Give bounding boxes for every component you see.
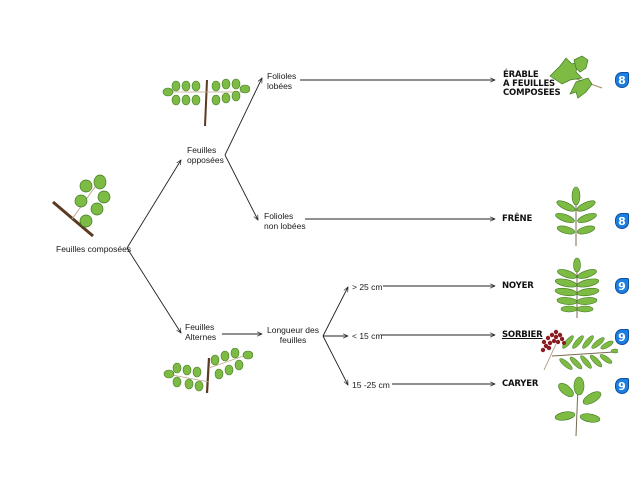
longueur-label-1: Longueur des bbox=[267, 325, 319, 335]
root-label: Feuilles composées bbox=[56, 244, 132, 254]
page-badge-caryer[interactable]: 9 bbox=[615, 378, 629, 394]
result-caryer: CARYER bbox=[502, 379, 539, 389]
lobees-label-1: Folioles bbox=[267, 71, 297, 81]
page-badge-frene[interactable]: 8 bbox=[615, 213, 629, 229]
hickory-leaf-icon bbox=[554, 376, 602, 437]
page-badge-noyer[interactable]: 9 bbox=[615, 278, 629, 294]
edge-opposees-nonlobees bbox=[224, 154, 259, 220]
size-15-25-label: 15 -25 cm bbox=[352, 380, 390, 390]
page-badge-sorbier[interactable]: 9 bbox=[615, 329, 629, 345]
alternes-label-2: Alternes bbox=[185, 332, 217, 342]
opposees-label-1: Feuilles bbox=[187, 145, 217, 155]
result-erable-line2: A FEUILLES bbox=[503, 79, 555, 89]
walnut-leaf-icon bbox=[554, 257, 600, 318]
compound-leaf-icon bbox=[52, 174, 111, 238]
rowan-leaf-with-berries-icon bbox=[540, 329, 618, 371]
alternate-leaves-icon bbox=[163, 348, 253, 394]
maple-compound-leaf-icon bbox=[549, 55, 603, 99]
result-frene: FRÊNE bbox=[502, 214, 533, 224]
ash-leaf-icon bbox=[555, 186, 597, 246]
edge-root-alternes bbox=[126, 247, 181, 333]
edge-root-opposees bbox=[126, 160, 181, 249]
nonlobees-label-1: Folioles bbox=[264, 211, 294, 221]
edge-opposees-lobees bbox=[224, 78, 263, 156]
result-erable-line3: COMPOSEES bbox=[503, 88, 561, 98]
edge-longueur-gt25 bbox=[322, 287, 349, 337]
nonlobees-label-2: non lobées bbox=[264, 221, 306, 231]
edge-longueur-15-25 bbox=[322, 335, 349, 385]
opposees-label-2: opposées bbox=[187, 155, 224, 165]
size-lt15-label: < 15 cm bbox=[352, 331, 383, 341]
result-sorbier: SORBIER bbox=[502, 330, 543, 340]
lobees-label-2: lobées bbox=[267, 81, 293, 91]
page-badge-erable[interactable]: 8 bbox=[615, 72, 629, 88]
opposite-leaves-icon bbox=[162, 78, 250, 127]
longueur-label-2: feuilles bbox=[279, 335, 307, 345]
alternes-label-1: Feuilles bbox=[185, 322, 215, 332]
result-erable-line1: ÉRABLE bbox=[503, 70, 539, 80]
result-noyer: NOYER bbox=[502, 281, 534, 291]
size-gt25-label: > 25 cm bbox=[352, 282, 383, 292]
